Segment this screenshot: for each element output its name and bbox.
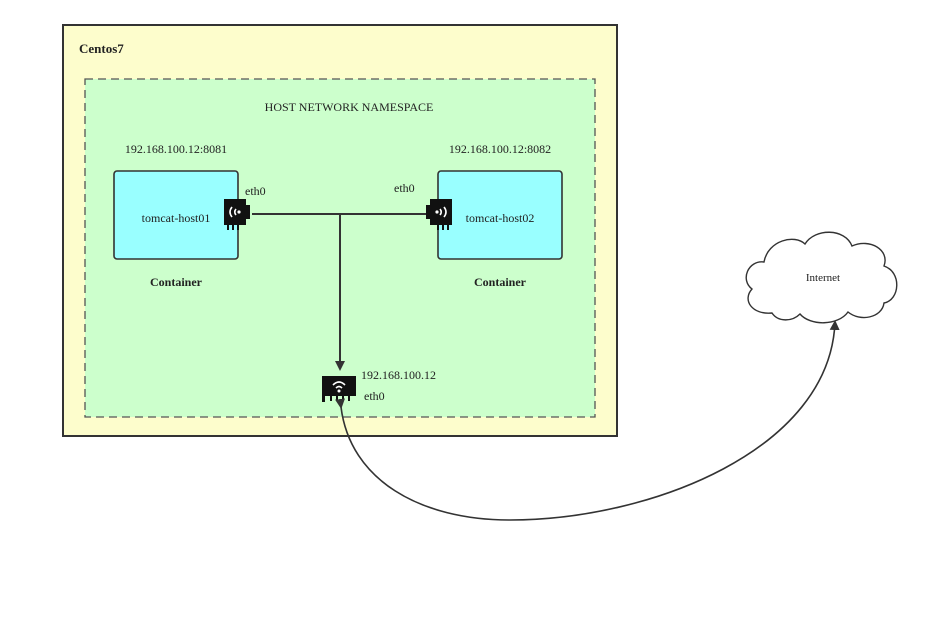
internet-link bbox=[335, 320, 840, 521]
container2-caption: Container bbox=[474, 275, 527, 289]
host-title: Centos7 bbox=[79, 41, 124, 56]
container1-address: 192.168.100.12:8081 bbox=[125, 142, 227, 156]
container2-address: 192.168.100.12:8082 bbox=[449, 142, 551, 156]
namespace-label: HOST NETWORK NAMESPACE bbox=[265, 100, 434, 114]
container2-name: tomcat-host02 bbox=[466, 211, 535, 225]
container1-name: tomcat-host01 bbox=[142, 211, 211, 225]
container2-iface: eth0 bbox=[394, 181, 415, 195]
container1-caption: Container bbox=[150, 275, 203, 289]
host-nic-iface: eth0 bbox=[364, 389, 385, 403]
cloud-icon bbox=[745, 231, 898, 324]
host-nic-address: 192.168.100.12 bbox=[361, 368, 436, 382]
container1-iface: eth0 bbox=[245, 184, 266, 198]
internet-label: Internet bbox=[806, 272, 840, 284]
